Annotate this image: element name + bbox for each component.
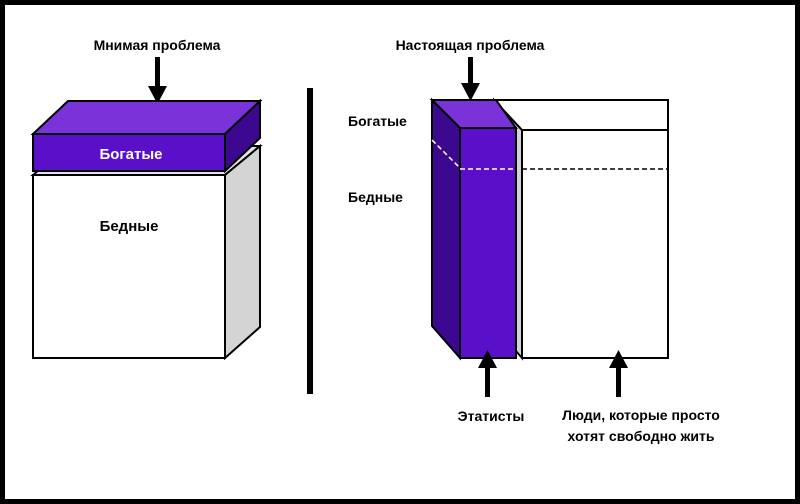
left-panel: Мнимая проблема Бедные Богатые: [30, 37, 263, 361]
real-problem-caption: Настоящая проблема: [396, 37, 545, 53]
rich-block-label: Богатые: [99, 146, 162, 163]
people-arrow: [609, 350, 628, 397]
people-label-line2: хотят свободно жить: [568, 428, 715, 444]
statists-label: Этатисты: [458, 408, 525, 424]
rich-poor-dashed-line: [431, 139, 668, 170]
right-panel: Настоящая проблема Богатые Бедные: [348, 37, 720, 444]
imaginary-problem-caption: Мнимая проблема: [94, 37, 221, 53]
real-problem-arrow: [461, 57, 480, 101]
people-block: [491, 97, 669, 361]
center-divider: [307, 88, 313, 394]
statists-arrow: [478, 350, 497, 397]
poor-block-label: Бедные: [100, 218, 159, 235]
poor-block: [30, 143, 263, 361]
rich-label: Богатые: [348, 113, 407, 129]
imaginary-problem-arrow: [148, 57, 167, 104]
people-label-line1: Люди, которые просто: [562, 407, 720, 423]
poor-label: Бедные: [348, 189, 403, 205]
rich-block: [30, 98, 263, 174]
statists-block: [429, 97, 518, 361]
